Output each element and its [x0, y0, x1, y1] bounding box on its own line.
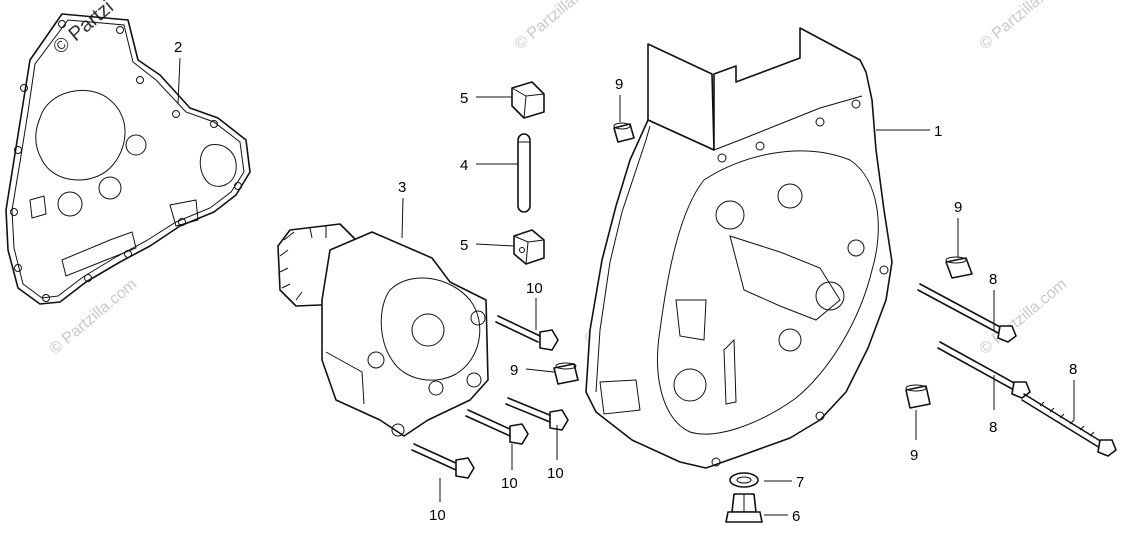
watermark-partial-text: © Partzi [49, 0, 118, 59]
stud-part-8-c [1021, 393, 1117, 457]
callout-6: 6 [792, 508, 800, 525]
watermark-text: © Partzilla.com [512, 0, 606, 53]
watermark-text: © Partzilla.com [977, 0, 1071, 53]
callout-9-mid: 9 [510, 362, 518, 379]
dowel-part-9-mid [553, 362, 579, 385]
bolt-part-10-c [465, 409, 529, 445]
callout-9-upper: 9 [615, 76, 623, 93]
washer-part-7 [729, 472, 759, 488]
cap-part-5-top [511, 81, 545, 119]
callout-1: 1 [934, 123, 942, 140]
gasket-bolt-holes [10, 20, 242, 302]
callout-3: 3 [398, 179, 406, 196]
callout-4: 4 [460, 157, 468, 174]
callout-9-right: 9 [954, 199, 962, 216]
callout-7: 7 [796, 474, 804, 491]
bolt-part-10-d [411, 443, 475, 479]
callout-labels: 1 2 3 4 5 5 6 7 8 8 8 9 9 9 9 10 10 10 1… [174, 39, 1077, 525]
bolt-part-10-a [495, 315, 559, 351]
oil-pump-part-3 [277, 223, 489, 437]
callout-10-d: 10 [429, 507, 446, 524]
watermarks: © Partzilla.com © Partzilla.com © Partzi… [47, 0, 1071, 358]
watermark-text: © Partzilla.com [47, 276, 141, 358]
pin-part-4 [517, 133, 531, 213]
callout-2: 2 [174, 39, 182, 56]
callout-5-top: 5 [460, 90, 468, 107]
cap-part-5-bottom [513, 229, 545, 265]
leader-lines [177, 57, 1075, 516]
drain-bolt-part-6 [725, 493, 763, 523]
crankcase-part-1 [585, 27, 893, 469]
dowel-part-9-lower [905, 384, 931, 409]
callout-8-middle: 8 [989, 419, 997, 436]
stud-part-8-a [917, 283, 1017, 343]
dowel-part-9-right [945, 256, 973, 279]
callout-8-right: 8 [1069, 361, 1077, 378]
callout-10-c: 10 [501, 475, 518, 492]
bolt-part-10-b [505, 397, 569, 431]
callout-5-bottom: 5 [460, 237, 468, 254]
callout-8-upper: 8 [989, 271, 997, 288]
watermark-text: © Partzilla.com [977, 276, 1071, 358]
callout-9-lower: 9 [910, 447, 918, 464]
dowel-part-9-upper [613, 122, 635, 143]
gasket-part-2 [5, 13, 251, 305]
callout-10-b: 10 [547, 465, 564, 482]
callout-10-a: 10 [526, 280, 543, 297]
